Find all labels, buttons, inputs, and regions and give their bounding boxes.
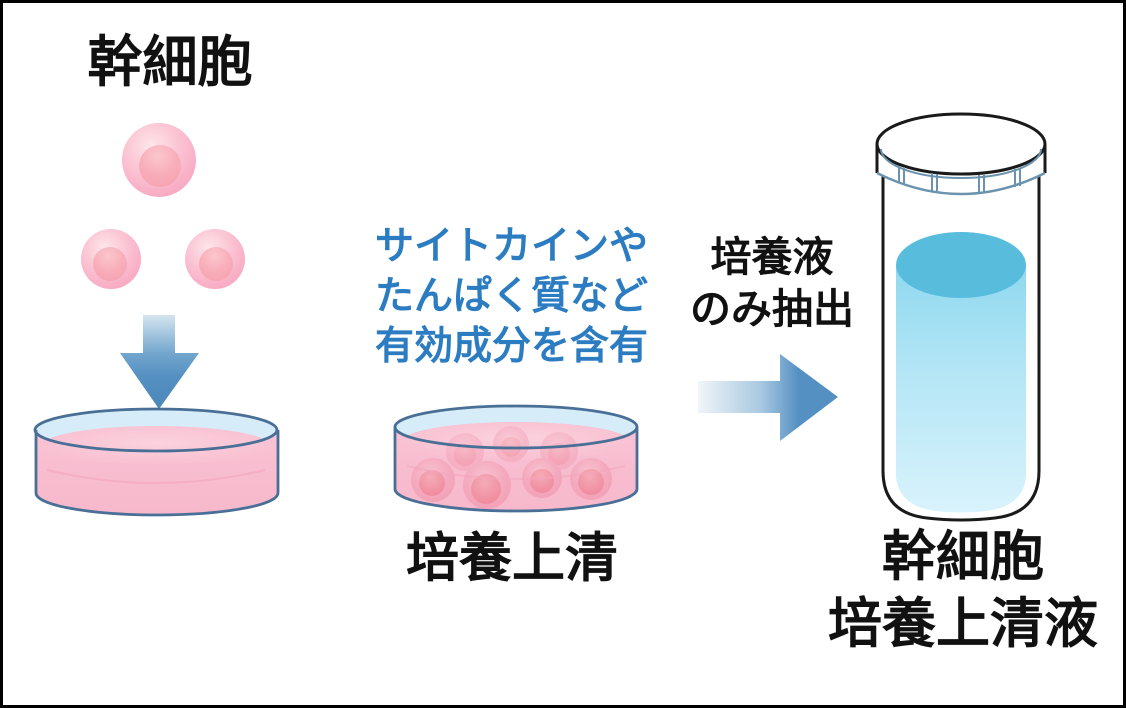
- cytokine-note: サイトカインや たんぱく質など 有効成分を含有: [375, 222, 648, 372]
- cytokine-note-line-2: たんぱく質など: [375, 275, 649, 318]
- extract-caption-line-1: 培養液: [710, 234, 834, 280]
- culture-petri-dish-icon: [393, 404, 639, 513]
- stem-cell-cluster-icon: [81, 123, 245, 289]
- right-arrow-icon: [698, 354, 838, 441]
- stem-cells-title: 幹細胞: [87, 31, 253, 93]
- extract-caption: 培養液 のみ抽出: [670, 231, 874, 335]
- stem-cell-supernatant-label-line-1: 幹細胞: [882, 527, 1044, 587]
- diagram-graphics: [33, 112, 1047, 522]
- cytokine-note-line-3: 有効成分を含有: [375, 325, 649, 368]
- extract-caption-line-2: のみ抽出: [690, 286, 854, 332]
- stem-cell-supernatant-label-line-2: 培養上清液: [828, 594, 1098, 654]
- supernatant-vial-icon: [875, 112, 1047, 522]
- down-arrow-icon: [120, 315, 199, 409]
- stem-cell-supernatant-label: 幹細胞 培養上清液: [809, 524, 1117, 658]
- dish-cells-front-row: [411, 458, 612, 509]
- culture-supernatant-label: 培養上清: [406, 529, 618, 588]
- cytokine-note-line-1: サイトカインや: [375, 225, 649, 268]
- seeded-petri-dish-icon: [33, 407, 280, 517]
- lid-ridges: [898, 166, 1021, 193]
